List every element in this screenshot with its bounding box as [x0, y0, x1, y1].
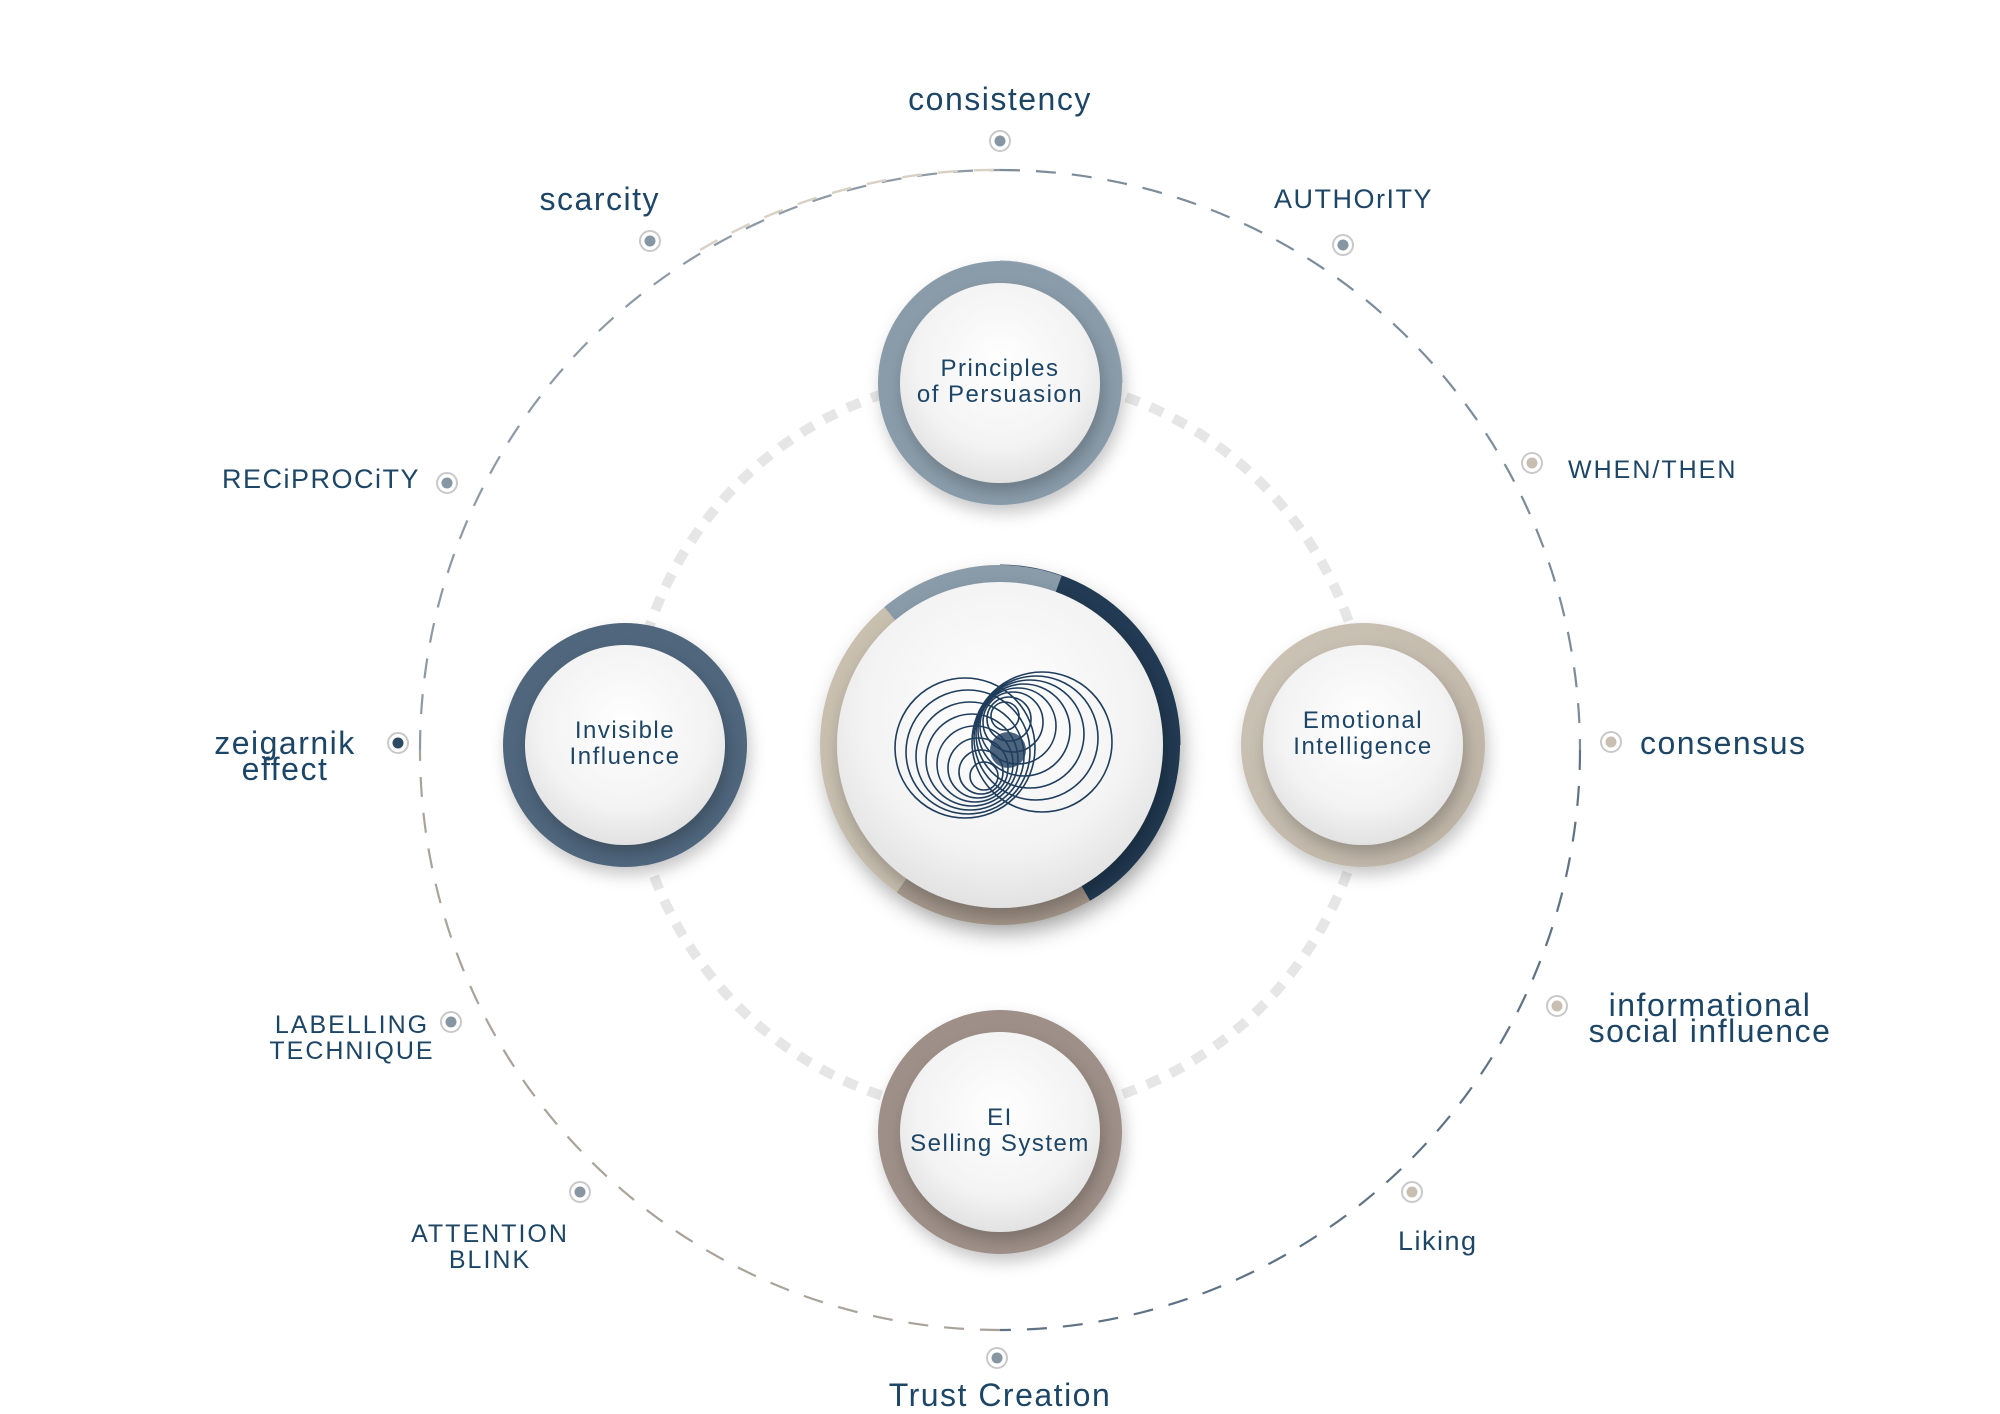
marker-scarcity — [639, 230, 661, 252]
spiral-ring — [894, 677, 1036, 819]
node-label-principles: Principles of Persuasion — [916, 355, 1084, 408]
marker-zeigarnik — [387, 732, 409, 754]
node-label-emotional: Emotional Intelligence — [1293, 707, 1433, 760]
label-consensus: consensus — [1640, 725, 1807, 761]
spiral-ring — [973, 675, 1099, 801]
label-authority: AUTHOrITY — [1274, 184, 1433, 214]
central-hub — [820, 564, 1181, 926]
label-attention: ATTENTION BLINK — [411, 1220, 569, 1274]
marker-labelling — [440, 1011, 462, 1033]
node-ei-selling — [878, 1010, 1122, 1254]
marker-authority — [1332, 234, 1354, 256]
marker-reciprocity — [436, 472, 458, 494]
spiral-ring — [958, 749, 1004, 795]
marker-when-then — [1521, 452, 1543, 474]
node-principles — [878, 260, 1123, 505]
label-trust: Trust Creation — [888, 1377, 1112, 1413]
node-invisible — [503, 623, 747, 867]
label-reciprocity: RECiPROCiTY — [221, 464, 420, 494]
marker-trust — [986, 1347, 1008, 1369]
label-scarcity: scarcity — [539, 181, 660, 217]
label-liking: Liking — [1398, 1226, 1478, 1256]
spiral-ring — [971, 671, 1113, 813]
marker-consistency — [989, 130, 1011, 152]
marker-informational — [1546, 995, 1568, 1017]
orbit-markers — [387, 130, 1622, 1369]
overlapping-spirals-icon — [894, 671, 1113, 819]
node-label-ei-selling: EI Selling System — [910, 1104, 1090, 1157]
outer-orbit — [418, 168, 1582, 1332]
spiral-ring — [990, 701, 1020, 731]
label-consistency: consistency — [908, 81, 1092, 117]
node-label-invisible: Invisible Influence — [569, 717, 681, 770]
label-informational: informational social influence — [1588, 987, 1832, 1049]
marker-liking — [1401, 1181, 1423, 1203]
node-emotional — [1241, 623, 1485, 867]
label-when-then: WHEN/THEN — [1568, 456, 1738, 484]
label-zeigarnik: zeigarnik effect — [214, 725, 356, 787]
spiral-core — [990, 732, 1026, 768]
label-labelling: LABELLING TECHNIQUE — [269, 1011, 435, 1065]
spiral-ring — [977, 683, 1071, 777]
spiral-ring — [975, 679, 1085, 789]
marker-attention — [569, 1181, 591, 1203]
marker-consensus — [1600, 731, 1622, 753]
spiral-ring — [905, 689, 1031, 815]
